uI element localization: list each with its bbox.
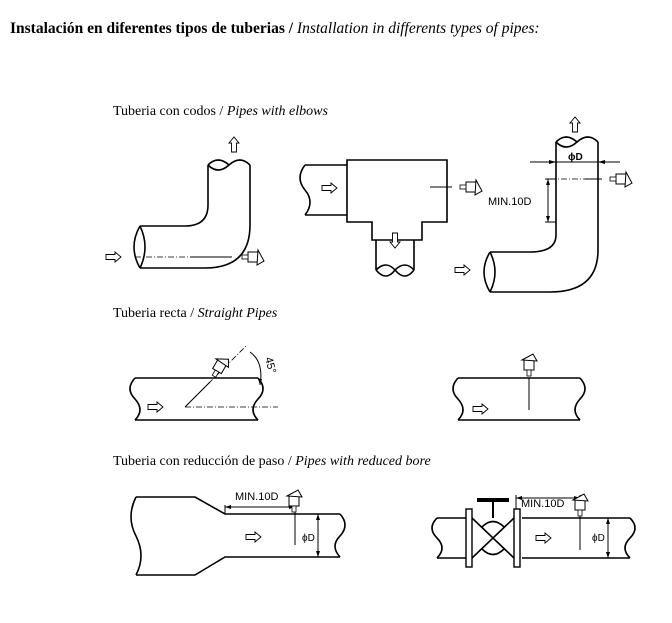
valve-pipe: MIN.10D ϕD (431, 493, 636, 568)
title-english: Installation in differents types of pipe… (296, 20, 540, 37)
min-distance-label: MIN.10D (488, 196, 531, 208)
elbow-pipe-1 (105, 136, 265, 269)
flow-arrow-icon (147, 401, 164, 413)
heading-english: Straight Pipes (198, 306, 278, 321)
flow-arrow-icon (472, 403, 489, 415)
title-spanish: Instalación en diferentes tipos de tuber… (10, 20, 297, 37)
section-heading-elbows: Tuberia con codos / Pipes with elbows (113, 104, 328, 119)
min-distance-label: MIN.10D (521, 498, 564, 510)
flow-arrow-icon (454, 264, 471, 276)
heading-spanish: Tuberia con codos / (113, 104, 227, 119)
heading-english: Pipes with elbows (226, 104, 329, 119)
flow-arrow-icon (228, 136, 240, 153)
straight-pipe-vertical (452, 353, 586, 421)
angle-label: 45° (262, 356, 278, 375)
diameter-label: ϕD (568, 152, 583, 163)
heading-spanish: Tuberia recta / (113, 306, 198, 321)
diameter-label: ϕD (592, 533, 605, 544)
heading-spanish: Tuberia con reducción de paso / (113, 454, 295, 469)
flow-arrow-icon (245, 531, 262, 543)
section-heading-straight: Tuberia recta / Straight Pipes (113, 306, 278, 321)
page-title: Instalación en diferentes tipos de tuber… (10, 20, 540, 37)
reduced-bore-pipe: MIN.10D ϕD (130, 489, 346, 576)
elbow-pipe-with-distance: ϕD MIN.10D (454, 116, 633, 293)
flow-arrow-icon (535, 532, 552, 544)
flow-arrow-icon (569, 116, 581, 133)
tee-pipe (299, 159, 483, 277)
section-heading-reduced-bore: Tuberia con reducción de paso / Pipes wi… (113, 454, 431, 469)
straight-pipe-angled: 45° (129, 345, 278, 421)
heading-english: Pipes with reduced bore (294, 454, 430, 469)
flow-arrow-icon (321, 182, 338, 194)
min-distance-label: MIN.10D (235, 491, 278, 503)
flow-arrow-icon (105, 251, 122, 263)
diameter-label: ϕD (302, 533, 315, 544)
